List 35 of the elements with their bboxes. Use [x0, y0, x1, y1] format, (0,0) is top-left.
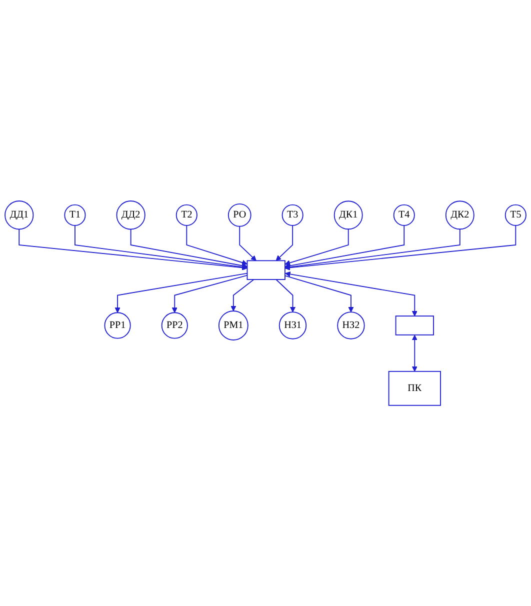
arrow [284, 228, 349, 266]
arrow [230, 278, 254, 312]
arrow [114, 272, 248, 313]
node-box [395, 315, 434, 336]
arrow [284, 224, 516, 270]
node-circle: РР2 [161, 312, 188, 339]
arrow [186, 224, 248, 266]
arrow [239, 226, 256, 261]
arrow [18, 228, 248, 270]
node-circle: НЗ1 [278, 311, 307, 340]
arrow [284, 228, 460, 270]
node-circle: НЗ2 [337, 311, 365, 340]
arrow [276, 278, 296, 312]
arrow [172, 274, 248, 313]
node-circle: ДК2 [445, 200, 474, 230]
node-circle: Т5 [504, 204, 526, 226]
arrow [284, 224, 405, 268]
node-circle: ДД2 [116, 200, 146, 230]
arrow [74, 224, 248, 270]
node-circle: ДД1 [4, 200, 34, 230]
node-circle: Т2 [176, 204, 198, 226]
arrow [276, 224, 294, 261]
arrow [284, 275, 354, 312]
node-box: ПК [388, 370, 441, 406]
node-circle: Т3 [282, 204, 304, 226]
arrow [412, 334, 418, 372]
node-box [246, 260, 286, 280]
arrow [130, 228, 248, 268]
node-circle: РР1 [104, 312, 131, 339]
node-circle: ДК1 [334, 200, 363, 230]
node-circle: Т4 [393, 204, 415, 226]
node-circle: Т1 [64, 204, 86, 226]
node-circle: РО [228, 203, 252, 227]
node-circle: РМ1 [218, 310, 248, 340]
arrow [284, 271, 418, 316]
